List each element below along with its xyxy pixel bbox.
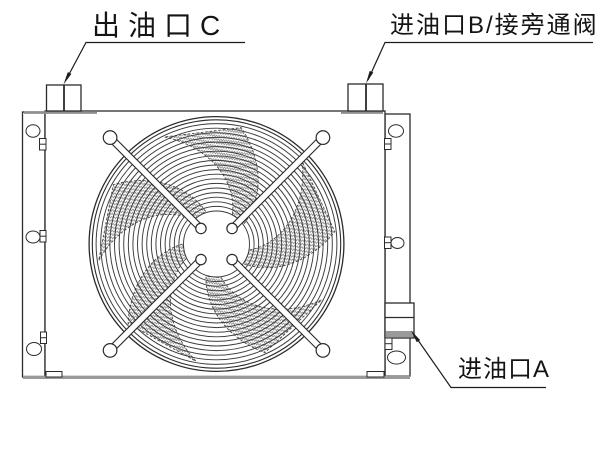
fan-guard-ring [109, 136, 324, 352]
fan-guard-ring [150, 178, 283, 310]
fan-guard-ring [155, 182, 278, 306]
fan-blade-fin-texture [164, 127, 259, 225]
fan-guard-ring [132, 159, 301, 329]
right-foot [366, 371, 385, 378]
fan-guard-rim [91, 119, 342, 369]
spoke-end-cap [315, 343, 331, 358]
fan-guard-ring [137, 164, 296, 324]
spoke-inner-cap [195, 253, 207, 266]
spoke-end-cap [315, 130, 331, 145]
fan-guard-ring [123, 150, 310, 338]
fan-guard-ring [178, 205, 255, 283]
fan-guard-ring [104, 132, 329, 356]
arrowhead [411, 330, 421, 343]
fan-guard-ring [169, 196, 264, 292]
fan-guard-outer-rim [88, 115, 345, 373]
right-bracket-holes [384, 124, 406, 365]
fan-assembly [88, 115, 345, 373]
label-inlet-a: 进油口A [458, 356, 551, 383]
leader-lines [63, 41, 593, 389]
port-inlet-a [384, 302, 415, 339]
port-inlet-b [347, 83, 384, 112]
fan-guard-spoke [102, 130, 207, 235]
arrowhead [366, 70, 374, 84]
fan-guard-spoke [226, 253, 331, 358]
leader-inlet-b [366, 41, 593, 84]
fan-guard-ring [173, 201, 260, 287]
spoke-inner-cap [195, 222, 207, 235]
fan-blade-fin-texture [205, 275, 322, 354]
fan-blade-fin-texture [98, 180, 207, 261]
label-inlet-b: 进油口B/接旁通阀 [390, 12, 599, 39]
spoke-end-cap [102, 130, 118, 145]
arrowhead [63, 72, 72, 85]
left-bracket-holes [25, 124, 47, 356]
spoke-inner-cap [226, 253, 238, 266]
fan-guard-ring [114, 141, 319, 347]
label-outlet-c: 出油口C [92, 10, 229, 41]
spoke-bar [106, 134, 203, 231]
leader-outlet-c [63, 41, 245, 85]
fan-guard-ring [127, 155, 306, 333]
fan-guard-spoke [102, 253, 207, 358]
fan-guard-ring [146, 173, 287, 315]
fan-guard-ring [183, 210, 250, 278]
fan-guard-ring [95, 123, 338, 365]
fan-guard-ring [164, 192, 269, 296]
fan-guard-ring [141, 169, 292, 319]
fan-guard-ring [160, 187, 273, 301]
port-outlet-c [45, 84, 82, 112]
spoke-inner-cap [226, 222, 238, 235]
spoke-end-cap [102, 343, 118, 358]
left-foot [45, 371, 63, 378]
fan-guard-spoke [226, 130, 331, 235]
fan-guard-ring [100, 127, 333, 361]
fan-guard-ring [118, 146, 315, 342]
leader-inlet-a [411, 330, 546, 389]
